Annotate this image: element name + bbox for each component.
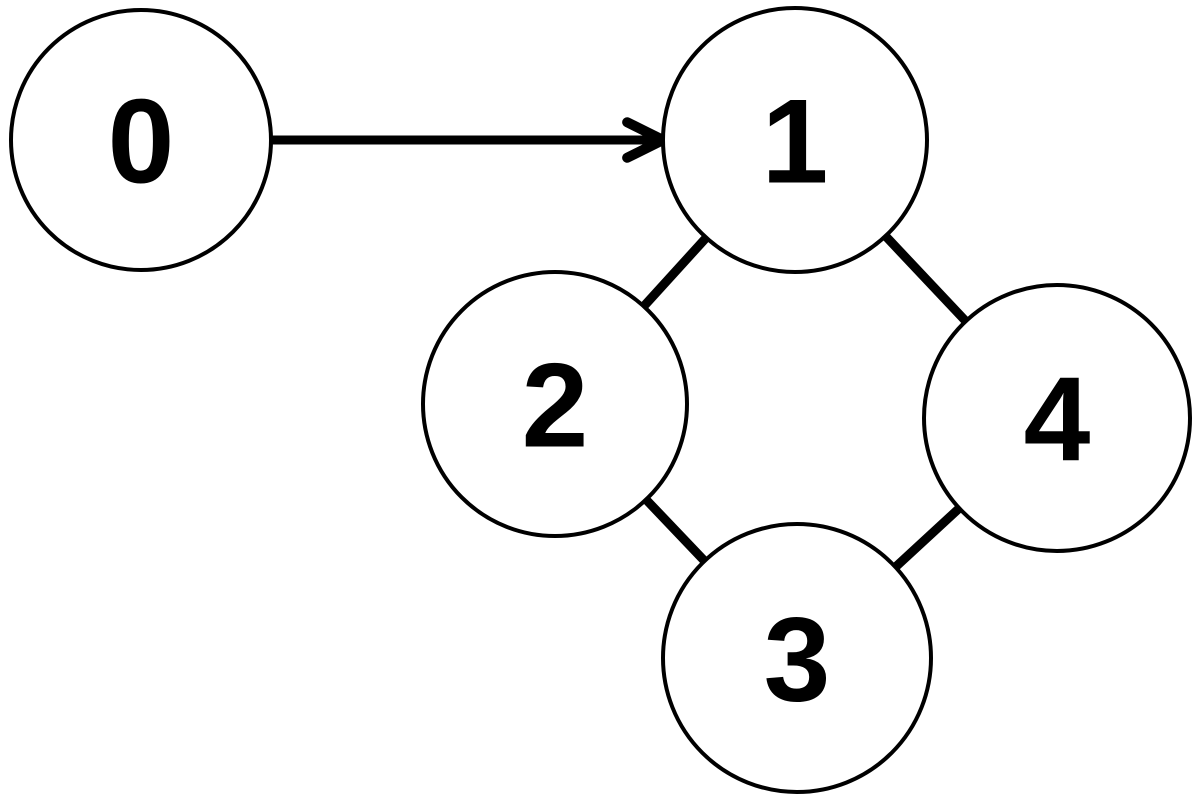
graph-node-label: 4	[1024, 353, 1091, 487]
graph-node	[661, 522, 933, 794]
graph-node	[661, 6, 929, 274]
edges-layer	[271, 117, 970, 571]
nodes-layer: 0 1 2 3 4	[9, 6, 1192, 794]
graph-node-label: 1	[762, 75, 829, 209]
graph-edge	[642, 496, 708, 565]
graph-node-label: 0	[108, 75, 175, 209]
graph-edge	[640, 234, 710, 310]
graph-node	[9, 8, 273, 272]
graph-node-label: 2	[522, 339, 589, 473]
graph-node	[922, 283, 1192, 553]
graph-node	[421, 270, 689, 538]
graph-edge	[882, 232, 970, 325]
graph-edge	[892, 504, 963, 571]
graph-node-label: 3	[764, 593, 831, 727]
